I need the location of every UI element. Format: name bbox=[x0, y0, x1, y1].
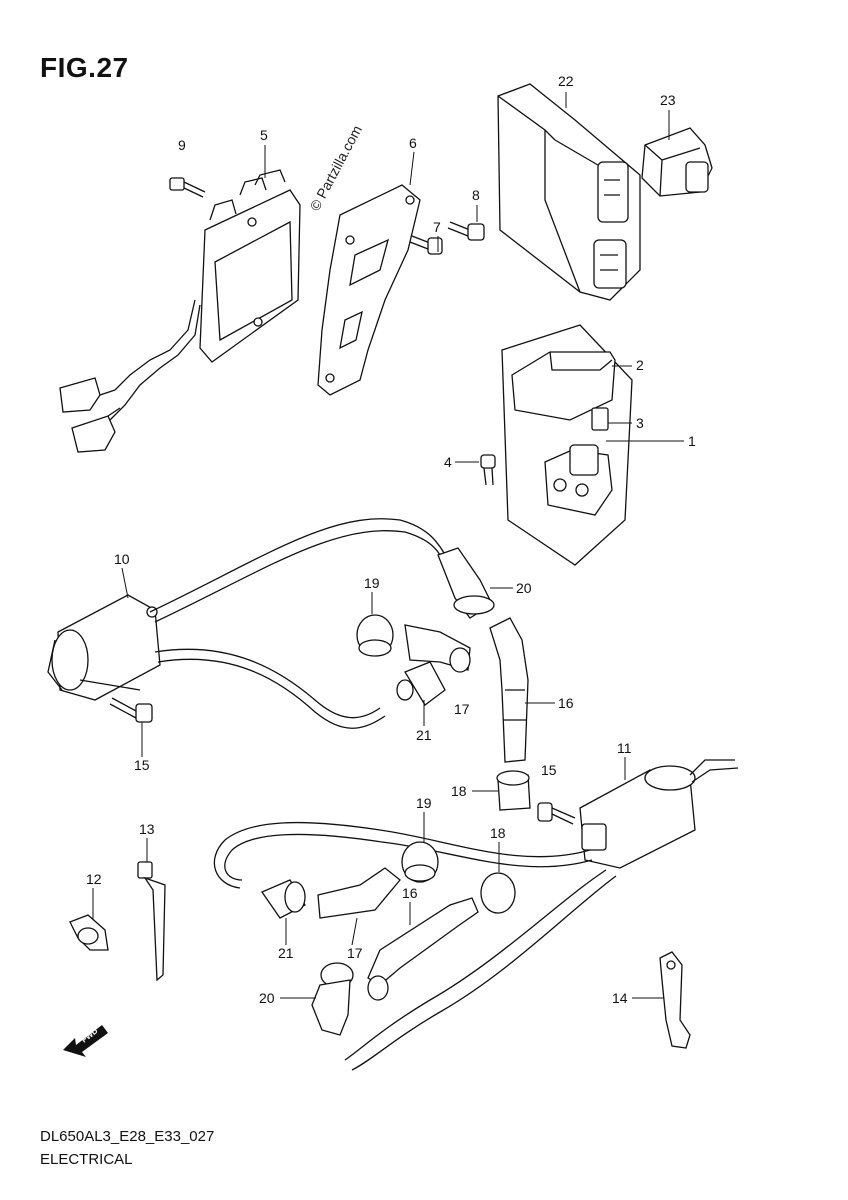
callout-17-a: 17 bbox=[454, 701, 470, 717]
mounting-bracket[interactable] bbox=[317, 184, 421, 396]
callout-4: 4 bbox=[444, 454, 452, 470]
watermark-text: © Partzilla.com bbox=[307, 123, 365, 214]
callout-10: 10 bbox=[114, 551, 130, 567]
boot-17-lower[interactable] bbox=[317, 867, 401, 919]
cable-tie-13[interactable] bbox=[137, 861, 166, 982]
figure-title: FIG.27 bbox=[40, 52, 129, 83]
seal-19-upper[interactable] bbox=[356, 614, 394, 657]
callout-11: 11 bbox=[617, 740, 632, 756]
callout-19-a: 19 bbox=[364, 575, 380, 591]
plug-cord-lower bbox=[213, 821, 617, 1071]
callout-22: 22 bbox=[558, 73, 574, 89]
bolt-9[interactable] bbox=[169, 177, 206, 198]
callout-16-a: 16 bbox=[558, 695, 574, 711]
callout-23: 23 bbox=[660, 92, 676, 108]
callout-16-b: 16 bbox=[402, 885, 418, 901]
callout-18-b: 18 bbox=[490, 825, 506, 841]
callout-5: 5 bbox=[260, 127, 268, 143]
callout-15-b: 15 bbox=[541, 762, 557, 778]
callout-21-a: 21 bbox=[416, 727, 432, 743]
regulator-rectifier[interactable] bbox=[59, 169, 301, 453]
callout-21-b: 21 bbox=[278, 945, 294, 961]
leader-lines bbox=[92, 92, 684, 999]
clip-14[interactable] bbox=[659, 951, 691, 1049]
callout-17-b: 17 bbox=[347, 945, 363, 961]
callout-19-b: 19 bbox=[416, 795, 432, 811]
callout-1: 1 bbox=[688, 433, 696, 449]
ecm-unit[interactable] bbox=[497, 83, 641, 301]
screw-4[interactable] bbox=[480, 454, 496, 486]
relay-connector[interactable] bbox=[641, 127, 713, 197]
callout-8: 8 bbox=[472, 187, 480, 203]
callout-9: 9 bbox=[178, 137, 186, 153]
plug-cap-16-upper[interactable] bbox=[489, 617, 529, 763]
diagram-code: DL650AL3_E28_E33_027 bbox=[40, 1128, 215, 1145]
callout-13: 13 bbox=[139, 821, 155, 837]
bolt-15-lower[interactable] bbox=[537, 802, 576, 825]
bolt-8[interactable] bbox=[447, 221, 485, 241]
seal-18-lower[interactable] bbox=[480, 872, 516, 914]
callout-2: 2 bbox=[636, 357, 644, 373]
diagram-name: ELECTRICAL bbox=[40, 1151, 133, 1168]
bolt-7[interactable] bbox=[409, 235, 443, 255]
boot-17-upper[interactable] bbox=[404, 624, 471, 673]
plug-cord-upper bbox=[149, 518, 449, 729]
seal-18-upper[interactable] bbox=[496, 770, 531, 811]
callout-6: 6 bbox=[409, 135, 417, 151]
plug-cap-20-lower[interactable] bbox=[311, 962, 354, 1036]
callout-12: 12 bbox=[86, 871, 102, 887]
plug-cap-16-lower[interactable] bbox=[367, 897, 479, 1001]
bolt-15-upper[interactable] bbox=[109, 697, 153, 723]
plug-cap-20-upper[interactable] bbox=[437, 547, 495, 619]
callouts: 1 2 3 4 5 6 7 8 9 10 11 12 13 14 15 15 1… bbox=[86, 73, 696, 1006]
callout-20-b: 20 bbox=[259, 990, 275, 1006]
fwd-arrow-icon: FWD bbox=[63, 1025, 108, 1057]
callout-14: 14 bbox=[612, 990, 628, 1006]
ignition-coil-11[interactable] bbox=[579, 759, 739, 869]
grommet-21-lower[interactable] bbox=[261, 879, 306, 919]
clamp-12[interactable] bbox=[69, 914, 109, 951]
callout-3: 3 bbox=[636, 415, 644, 431]
callout-18-a: 18 bbox=[451, 783, 467, 799]
callout-7: 7 bbox=[433, 219, 441, 235]
callout-15-a: 15 bbox=[134, 757, 150, 773]
callout-20-a: 20 bbox=[516, 580, 532, 596]
grommet-21-upper[interactable] bbox=[396, 661, 446, 706]
seal-19-lower[interactable] bbox=[401, 841, 439, 883]
ignition-coil-10[interactable] bbox=[47, 594, 161, 701]
starter-relay-box[interactable] bbox=[501, 324, 633, 566]
